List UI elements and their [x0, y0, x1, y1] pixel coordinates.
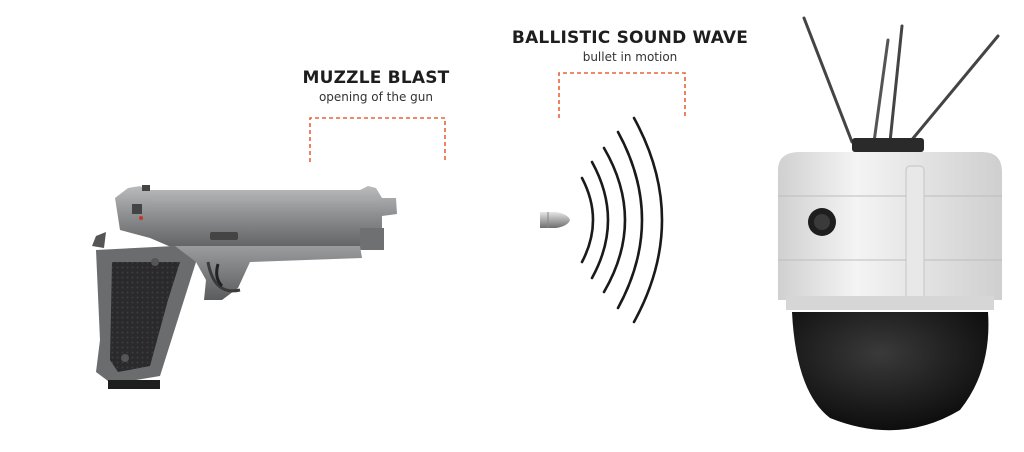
ballistic-wave-title: BALLISTIC SOUND WAVE	[511, 28, 749, 48]
acoustic-sensor-icon	[778, 16, 1002, 431]
ballistic-wave-label: BALLISTIC SOUND WAVE bullet in motion	[508, 28, 752, 64]
pistol-icon	[92, 185, 397, 389]
muzzle-blast-title: MUZZLE BLAST	[302, 68, 450, 88]
muzzle-blast-subtitle: opening of the gun	[318, 90, 434, 104]
ballistic-wave-bracket	[558, 72, 686, 118]
muzzle-blast-label: MUZZLE BLAST opening of the gun	[296, 68, 456, 104]
ballistic-wave-subtitle: bullet in motion	[582, 50, 678, 64]
muzzle-blast-bracket	[309, 117, 446, 162]
sound-wave-icon	[580, 116, 664, 324]
bullet-icon	[540, 212, 570, 228]
